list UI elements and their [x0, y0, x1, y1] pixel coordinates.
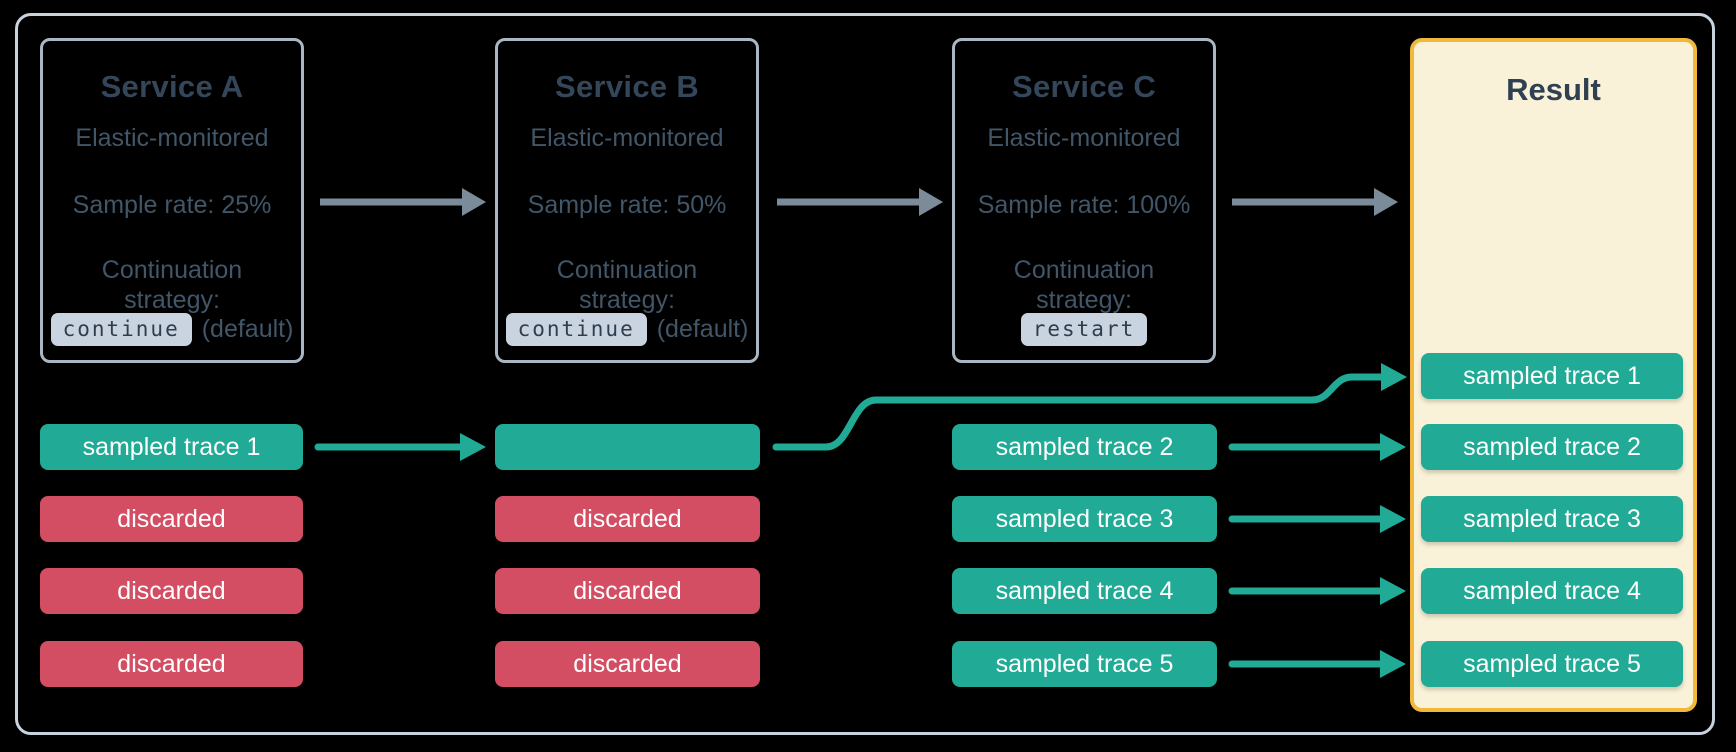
result-chip-sampled-2: sampled trace 2: [1421, 424, 1683, 470]
trace-chip-a-discarded-2: discarded: [40, 568, 303, 614]
service-b-title: Service B: [554, 69, 700, 104]
trace-chip-b-discarded-1: discarded: [495, 496, 760, 542]
result-chip-sampled-1: sampled trace 1: [1421, 353, 1683, 399]
service-a-sample-rate: Sample rate: 25%: [72, 191, 272, 219]
trace-chip-c-sampled-3: sampled trace 3: [952, 496, 1217, 542]
service-a-strategy-code-badge: continue: [50, 313, 192, 346]
trace-chip-b-discarded-3: discarded: [495, 641, 760, 687]
result-chip-sampled-3: sampled trace 3: [1421, 496, 1683, 542]
diagram-outer-frame: [15, 13, 1715, 735]
service-b-strategy-note: (default): [656, 315, 749, 343]
service-c-strategy-label: strategy:: [1036, 286, 1132, 314]
service-c-title: Service C: [1011, 69, 1157, 104]
service-b-strategy-row: continue (default): [498, 313, 756, 346]
service-c-continuation-label: Continuation: [1013, 256, 1155, 284]
service-a-strategy-row: continue (default): [43, 313, 301, 346]
service-a-strategy-label: strategy:: [124, 286, 220, 314]
service-a-box: Service A Elastic-monitored Sample rate:…: [40, 38, 304, 363]
service-b-monitoring: Elastic-monitored: [530, 124, 724, 152]
service-c-strategy-row: restart: [955, 313, 1213, 346]
trace-chip-a-discarded-3: discarded: [40, 641, 303, 687]
service-b-box: Service B Elastic-monitored Sample rate:…: [495, 38, 759, 363]
result-title: Result: [1506, 72, 1601, 107]
service-b-strategy-code-badge: continue: [505, 313, 647, 346]
service-a-continuation-label: Continuation: [101, 256, 243, 284]
trace-chip-b-sampled-unlabeled: [495, 424, 760, 470]
service-c-strategy-code-badge: restart: [1020, 313, 1148, 346]
result-chip-sampled-5: sampled trace 5: [1421, 641, 1683, 687]
service-b-sample-rate: Sample rate: 50%: [527, 191, 727, 219]
service-a-strategy-note: (default): [201, 315, 294, 343]
result-chip-sampled-4: sampled trace 4: [1421, 568, 1683, 614]
trace-chip-c-sampled-5: sampled trace 5: [952, 641, 1217, 687]
service-b-strategy-label: strategy:: [579, 286, 675, 314]
trace-chip-a-sampled-1: sampled trace 1: [40, 424, 303, 470]
trace-chip-c-sampled-4: sampled trace 4: [952, 568, 1217, 614]
service-a-title: Service A: [100, 69, 244, 104]
service-c-sample-rate: Sample rate: 100%: [977, 191, 1191, 219]
trace-chip-a-discarded-1: discarded: [40, 496, 303, 542]
trace-chip-b-discarded-2: discarded: [495, 568, 760, 614]
service-c-box: Service C Elastic-monitored Sample rate:…: [952, 38, 1216, 363]
service-b-continuation-label: Continuation: [556, 256, 698, 284]
trace-chip-c-sampled-2: sampled trace 2: [952, 424, 1217, 470]
service-a-monitoring: Elastic-monitored: [75, 124, 269, 152]
service-c-monitoring: Elastic-monitored: [987, 124, 1181, 152]
